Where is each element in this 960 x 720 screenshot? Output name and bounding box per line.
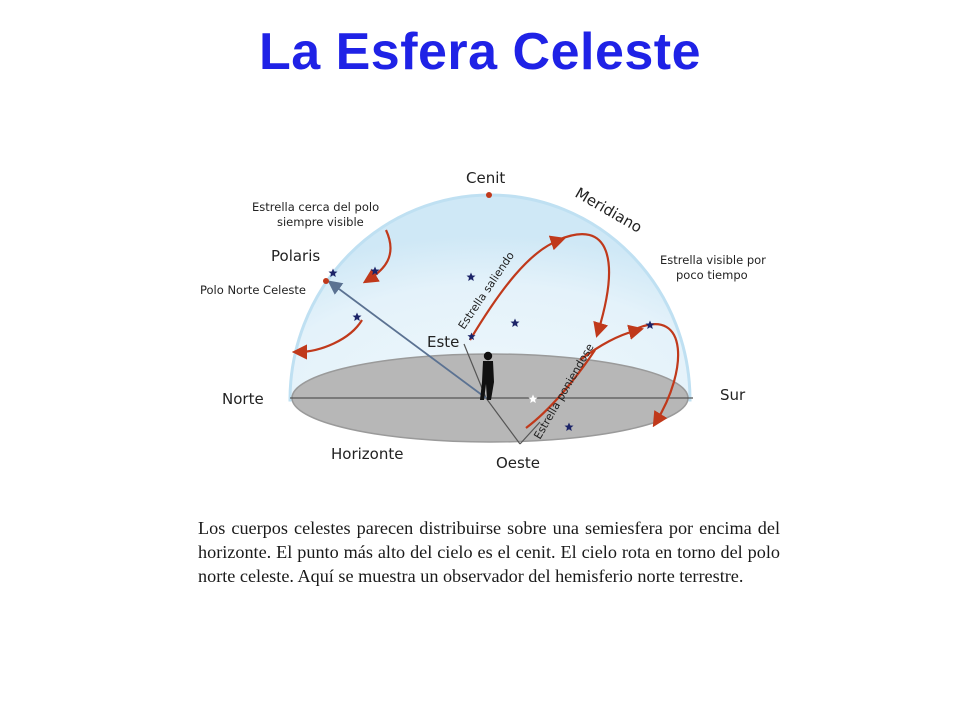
estrella-polo-label-2: siempre visible	[277, 215, 364, 229]
cenit-label: Cenit	[466, 169, 505, 187]
meridian-star-path	[557, 233, 610, 338]
sur-label: Sur	[720, 386, 746, 404]
celestial-pole-axis	[327, 280, 487, 399]
brief-star-path-rise	[579, 324, 644, 361]
estrella-visible-label-2: poco tiempo	[676, 268, 748, 282]
oeste-label: Oeste	[496, 454, 540, 472]
slide-title: La Esfera Celeste	[258, 23, 702, 81]
norte-label: Norte	[222, 390, 264, 408]
circumpolar-star-path	[362, 229, 392, 284]
estrella-polo-label-1: Estrella cerca del polo	[252, 200, 379, 214]
west-tick-line	[519, 421, 541, 445]
polo-norte-label: Polo Norte Celeste	[200, 283, 306, 297]
circumpolar-star-path-lower	[291, 319, 363, 360]
west-direction-line	[485, 397, 521, 445]
observer-figure	[480, 351, 494, 400]
polaris-point	[323, 278, 329, 284]
horizonte-label: Horizonte	[331, 445, 403, 463]
estrella-visible-label-1: Estrella visible por	[660, 253, 766, 267]
polaris-label: Polaris	[271, 247, 320, 265]
diagram-caption: Los cuerpos celestes parecen distribuirs…	[198, 518, 780, 586]
este-label: Este	[427, 333, 459, 351]
rising-star-path	[469, 235, 566, 341]
celestial-sphere-diagram: Cenit Meridiano Estrella cerca del polo …	[190, 160, 780, 490]
brief-star-path-set	[637, 323, 680, 428]
celestial-sphere-svg: Cenit Meridiano Estrella cerca del polo …	[200, 169, 766, 472]
setting-star-path	[525, 349, 596, 429]
zenith-point	[486, 192, 492, 198]
